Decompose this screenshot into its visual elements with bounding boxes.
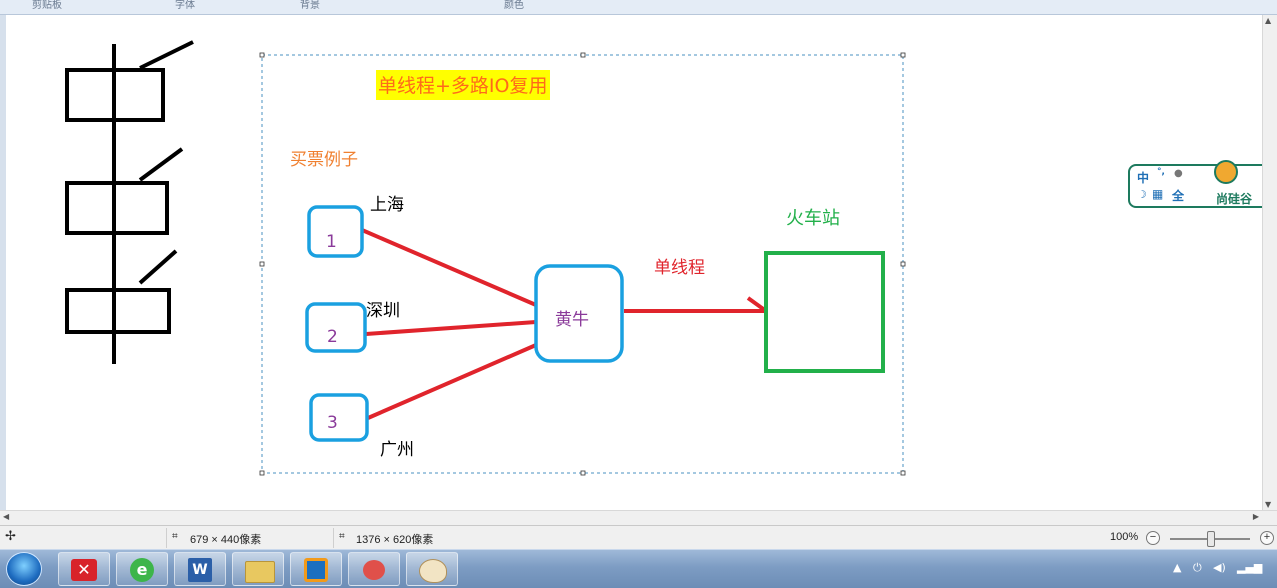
scroll-up-icon[interactable]: ▲ [1265,16,1272,25]
ime-toolbar[interactable]: 中 °, ● ☽ ▦ 全 尚硅谷 [1128,160,1276,208]
chuan-sketch [65,40,194,364]
vertical-scrollbar[interactable]: ▲ ▼ [1262,15,1277,510]
resize-handle[interactable] [259,52,265,58]
tray-expand-icon[interactable]: ▲ [1173,561,1182,574]
image-size: 1376 × 620像素 [356,534,434,546]
ime-width-label[interactable]: 全 [1172,189,1185,203]
brand-logo-icon [1214,160,1238,184]
zoom-level: 100% [1110,531,1139,543]
paint-canvas[interactable] [0,15,1277,510]
resize-handle[interactable] [259,261,265,267]
taskbar: ✕ e W ▲ ⏻ ◀) ▂▄▆ [0,549,1277,588]
ribbon-group-colors[interactable]: 颜色 [504,0,524,11]
client-box-3 [309,393,369,442]
client-number-1: 1 [326,232,337,252]
resize-handle[interactable] [900,261,906,267]
resize-handle[interactable] [580,470,586,476]
user-icon[interactable]: ● [1174,168,1183,179]
snail-icon[interactable] [348,552,400,586]
ribbon-group-font[interactable]: 字体 [175,0,195,11]
resize-handle[interactable] [900,470,906,476]
ribbon-group-background[interactable]: 背景 [300,0,320,11]
title-highlight [376,70,550,100]
speaker-icon[interactable]: ◀) [1213,561,1226,574]
xmind-icon[interactable]: ✕ [58,552,110,586]
punctuation-icon[interactable]: °, [1157,167,1165,177]
scroll-left-icon[interactable]: ◀ [3,512,10,521]
status-bar: ✢ ⌗ 679 × 440像素 ⌗ 1376 × 620像素 100% − + [0,525,1277,550]
city-label-shanghai: 上海 [370,195,404,215]
usb-icon[interactable]: ⏻ [1193,561,1202,574]
ime-mode-label[interactable]: 中 [1137,171,1150,185]
horizontal-scrollbar[interactable]: ◀ ▶ [0,510,1277,525]
canvas-drawing: 单线程+多路IO复用 买票例子 1 2 3 上海 深圳 广州 黄牛 单线程 火车… [65,40,906,476]
station-label: 火车站 [786,208,840,229]
selection-marquee[interactable] [259,52,906,476]
scroll-down-icon[interactable]: ▼ [1265,500,1272,509]
ie-icon[interactable]: e [116,552,168,586]
diagram-title: 单线程+多路IO复用 [378,75,547,97]
status-divider [166,528,167,548]
paint-icon[interactable] [406,552,458,586]
single-thread-label: 单线程 [654,258,705,278]
example-label: 买票例子 [290,150,358,170]
selection-size: 679 × 440像素 [190,534,262,546]
selection-size-icon: ⌗ [172,531,178,542]
virtualbox-icon[interactable] [290,552,342,586]
resize-handle[interactable] [900,52,906,58]
scalper-box [534,264,624,363]
scroll-right-icon[interactable]: ▶ [1252,512,1259,521]
city-label-guangzhou: 广州 [380,440,414,460]
zoom-out-button[interactable]: − [1146,531,1160,545]
start-button[interactable] [6,552,42,586]
move-cursor-icon: ✢ [5,528,16,543]
moon-icon[interactable]: ☽ [1137,188,1147,201]
client-number-2: 2 [327,327,338,347]
client-number-3: 3 [327,413,338,433]
zoom-slider-thumb[interactable] [1207,531,1215,547]
client-box-1 [307,205,364,258]
connection-lines [361,228,768,420]
zoom-in-button[interactable]: + [1260,531,1274,545]
status-divider [333,528,334,548]
city-label-shenzhen: 深圳 [366,301,400,321]
resize-handle[interactable] [580,52,586,58]
scalper-label: 黄牛 [555,310,589,330]
image-size-icon: ⌗ [339,531,345,542]
client-box-2 [305,302,367,353]
ribbon-group-clipboard[interactable]: 剪贴板 [32,0,62,11]
word-icon[interactable]: W [174,552,226,586]
network-icon[interactable]: ▂▄▆ [1237,561,1263,574]
station-box [764,251,885,373]
ribbon-strip: 剪贴板 字体 背景 颜色 [0,0,1277,15]
resize-handle[interactable] [259,470,265,476]
brand-name: 尚硅谷 [1216,192,1253,206]
keyboard-icon[interactable]: ▦ [1152,187,1164,201]
folder-icon[interactable] [232,552,284,586]
system-tray: ▲ ⏻ ◀) ▂▄▆ [1167,550,1277,588]
